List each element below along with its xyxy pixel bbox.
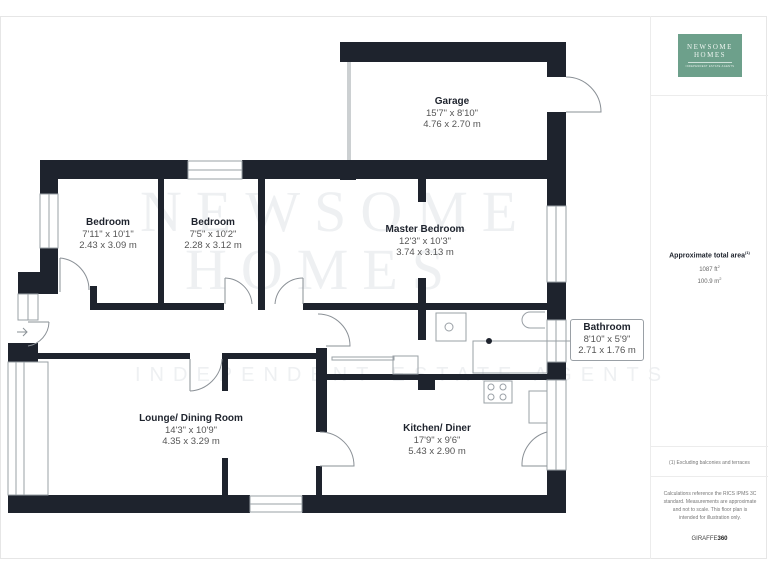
room-imperial: 17'9" x 9'6" xyxy=(413,435,461,446)
area-footnote: (1) Excluding balconies and terraces xyxy=(669,460,750,466)
page-frame xyxy=(0,16,767,559)
room-imperial: 7'11" x 10'1" xyxy=(82,229,134,240)
room-imperial: 12'3" x 10'3" xyxy=(398,236,452,247)
room-label-bedroom-2: Bedroom 7'5" x 10'2" 2.28 x 3.12 m xyxy=(184,217,242,251)
room-metric: 2.28 x 3.12 m xyxy=(184,240,242,251)
room-name: Garage xyxy=(434,96,470,107)
room-name: Bedroom xyxy=(86,217,130,228)
room-name: Lounge/ Dining Room xyxy=(139,413,243,424)
logo-line2: HOMES xyxy=(693,51,726,59)
room-metric: 4.76 x 2.70 m xyxy=(423,119,481,130)
room-name: Bedroom xyxy=(191,217,235,228)
logo-tagline: INDEPENDENT ESTATE AGENTS xyxy=(685,65,735,68)
room-name: Master Bedroom xyxy=(385,224,465,235)
bathroom-marker xyxy=(486,338,492,344)
room-metric: 3.74 x 3.13 m xyxy=(396,247,454,258)
sidebar-divider xyxy=(651,95,768,96)
area-sqft: 1087 ft2 xyxy=(699,264,720,274)
room-label-bathroom: Bathroom 8'10" x 5'9" 2.71 x 1.76 m xyxy=(570,319,644,361)
room-name: Bathroom xyxy=(583,322,631,333)
area-title: Approximate total area(1) xyxy=(669,250,750,260)
room-label-kitchen: Kitchen/ Diner 17'9" x 9'6" 5.43 x 2.90 … xyxy=(403,423,471,457)
room-imperial: 15'7" x 8'10" xyxy=(425,108,479,119)
room-imperial: 8'10" x 5'9" xyxy=(583,334,631,345)
room-imperial: 7'5" x 10'2" xyxy=(189,229,237,240)
total-area: Approximate total area(1) 1087 ft2 100.9… xyxy=(651,250,768,285)
area-sqm: 100.9 m2 xyxy=(697,276,722,286)
giraffe360-credit: GIRAFFE360 xyxy=(691,536,728,542)
room-label-lounge: Lounge/ Dining Room 14'3" x 10'9" 4.35 x… xyxy=(139,413,243,447)
logo-divider xyxy=(688,62,732,63)
room-label-master-bedroom: Master Bedroom 12'3" x 10'3" 3.74 x 3.13… xyxy=(386,224,465,258)
room-metric: 4.35 x 3.29 m xyxy=(162,436,220,447)
info-sidebar: NEWSOME HOMES INDEPENDENT ESTATE AGENTS … xyxy=(650,16,768,559)
room-imperial: 14'3" x 10'9" xyxy=(164,425,218,436)
sidebar-divider xyxy=(651,476,768,477)
room-metric: 2.71 x 1.76 m xyxy=(578,345,636,356)
room-label-garage: Garage 15'7" x 8'10" 4.76 x 2.70 m xyxy=(423,96,481,130)
room-metric: 5.43 x 2.90 m xyxy=(408,446,466,457)
fixtures xyxy=(331,311,570,424)
room-name: Kitchen/ Diner xyxy=(403,423,471,434)
sidebar-divider xyxy=(651,446,768,447)
windows xyxy=(7,62,567,513)
room-label-bedroom-1: Bedroom 7'11" x 10'1" 2.43 x 3.09 m xyxy=(79,217,137,251)
walls xyxy=(8,42,566,513)
entrance-arrow-icon xyxy=(17,327,28,337)
doors xyxy=(27,76,602,467)
logo-line1: NEWSOME xyxy=(687,43,733,51)
brand-logo: NEWSOME HOMES INDEPENDENT ESTATE AGENTS xyxy=(678,34,742,77)
disclaimer-text: Calculations reference the RICS IPMS 3C … xyxy=(663,491,757,521)
room-metric: 2.43 x 3.09 m xyxy=(79,240,137,251)
floor-plan xyxy=(7,42,602,513)
